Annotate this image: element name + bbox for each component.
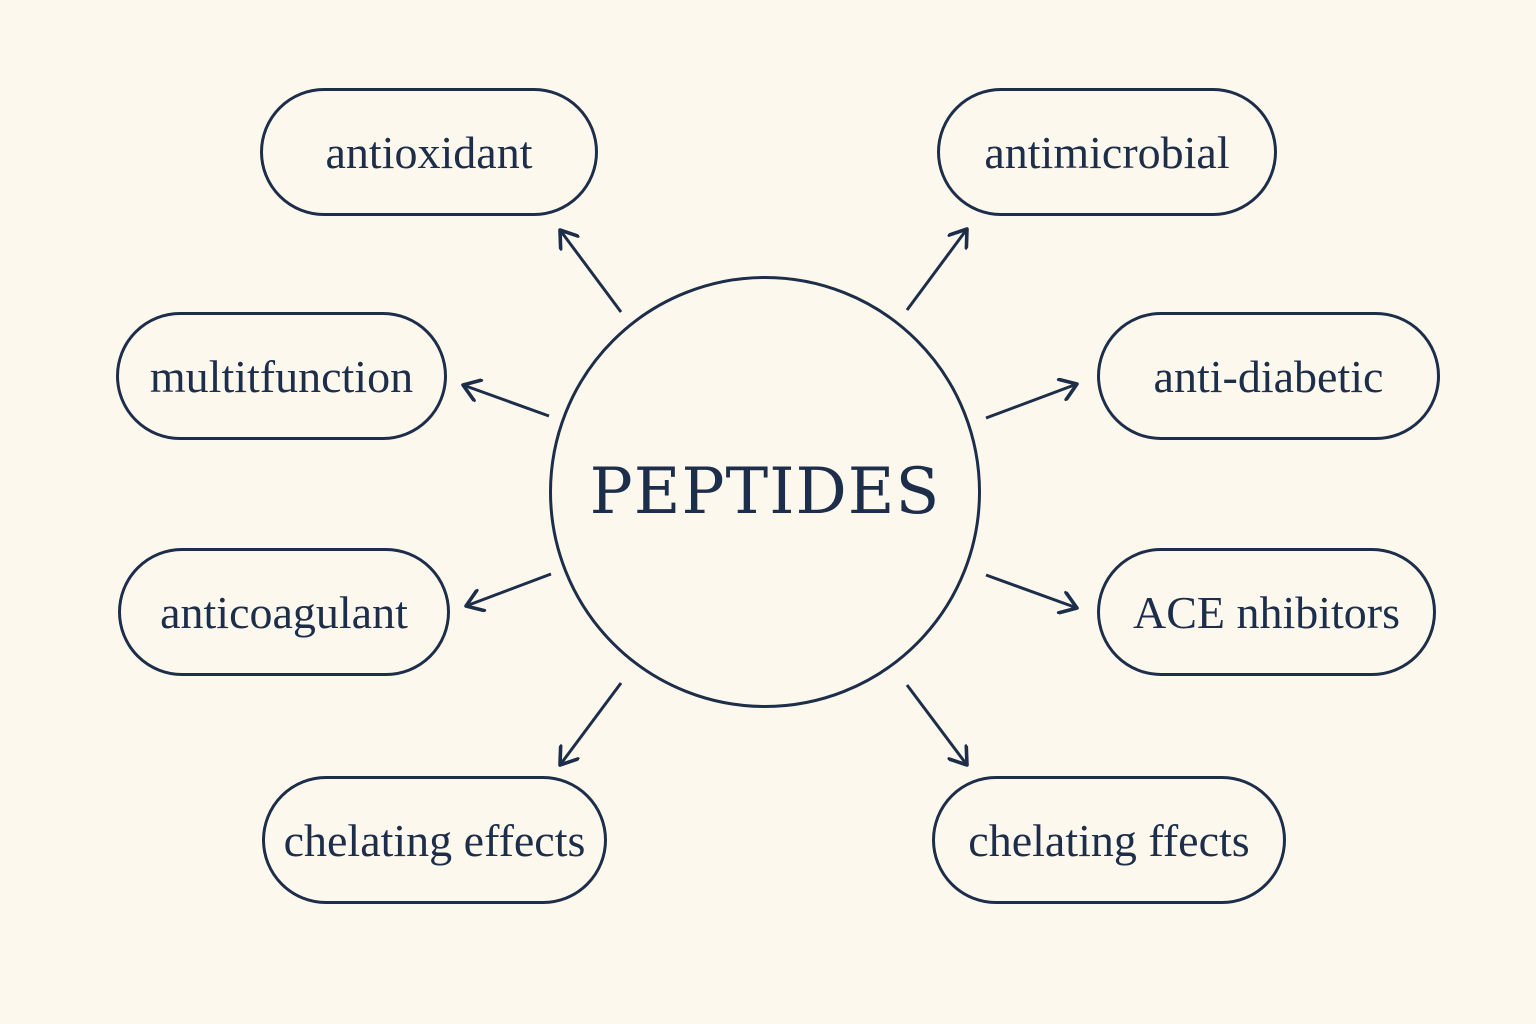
node-anticoagulant: anticoagulant: [118, 548, 450, 676]
node-label: anticoagulant: [160, 586, 408, 638]
node-label: multitfunction: [149, 350, 414, 402]
arrow-to-chelating-effects-right: [905, 684, 967, 765]
node-multitfunction: multitfunction: [116, 312, 447, 440]
node-label: ACE nhibitors: [1132, 586, 1401, 638]
arrow-to-chelating-effects-left: [560, 682, 623, 765]
node-label: anti-diabetic: [1153, 350, 1384, 402]
node-label: antimicrobial: [984, 126, 1230, 178]
node-label: chelating ffects: [968, 814, 1250, 866]
arrow-to-anticoagulant: [466, 572, 552, 606]
node-ace-inhibitors: ACE nhibitors: [1097, 548, 1436, 676]
arrow-to-multitfunction: [463, 385, 550, 418]
arrow-to-antimicrobial: [905, 229, 967, 311]
node-label: antioxidant: [325, 126, 533, 178]
center-node-peptides: PEPTIDES: [549, 276, 981, 708]
arrow-to-antioxidant: [560, 230, 623, 313]
arrow-to-anti-diabetic: [985, 384, 1077, 420]
node-antimicrobial: antimicrobial: [937, 88, 1277, 216]
node-antioxidant: antioxidant: [260, 88, 598, 216]
arrow-to-ace-inhibitors: [985, 573, 1077, 608]
node-label: chelating effects: [283, 814, 586, 866]
center-node-label: PEPTIDES: [589, 455, 941, 529]
node-chelating-effects-left: chelating effects: [262, 776, 607, 904]
node-anti-diabetic: anti-diabetic: [1097, 312, 1440, 440]
node-chelating-effects-right: chelating ffects: [932, 776, 1286, 904]
